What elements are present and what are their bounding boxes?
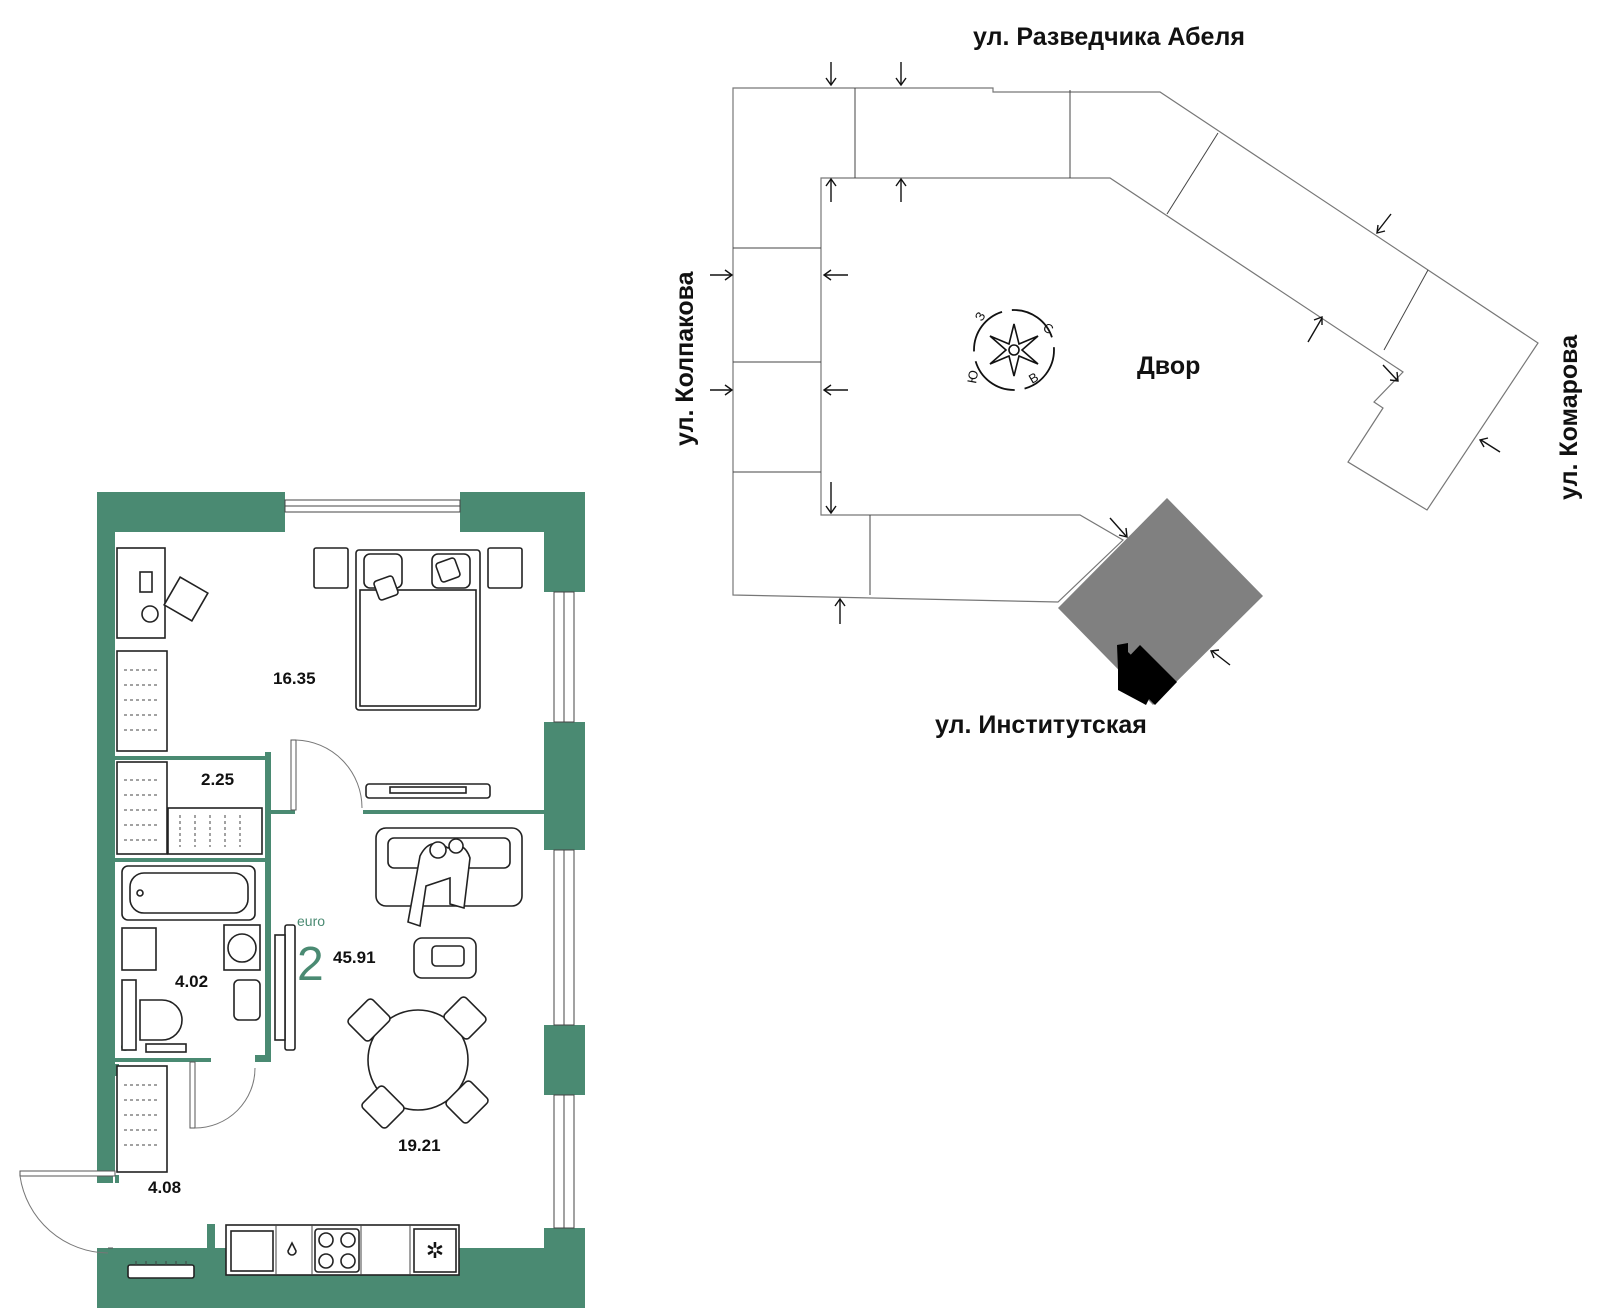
desk-with-chair (116, 547, 209, 639)
riser-dot (200, 1268, 208, 1276)
arrow-icon (1382, 364, 1399, 382)
arrow-icon (1478, 437, 1501, 453)
arrow-icon (1209, 649, 1231, 666)
bathroom-area: 4.02 (175, 972, 208, 991)
yard-label: Двор (1137, 352, 1200, 380)
dining-table (347, 996, 489, 1129)
section-divider (1383, 269, 1429, 351)
selected-section-block (1118, 645, 1177, 705)
tv-wall-base (274, 934, 286, 1041)
tablet (431, 945, 465, 967)
shoe-rack (127, 1264, 195, 1279)
street-label-west: ул. Колпакова (671, 270, 699, 446)
arrow-icon (825, 62, 837, 87)
residential-complex-outline (732, 87, 1539, 603)
entrance-arrows (710, 62, 1501, 666)
bedroom-area: 16.35 (273, 669, 316, 688)
street-label-north: ул. Разведчика Абеля (973, 23, 1245, 51)
hall-area: 4.08 (148, 1178, 181, 1197)
arrow-icon (1109, 517, 1128, 538)
apartment-plan: ✲ 16.35 2.25 4.02 4.08 19.21 euro 2 45.9… (19, 492, 585, 1308)
compass-letter-east: В (1026, 369, 1041, 386)
apartment-type-label: euro (297, 913, 325, 929)
street-label-south: ул. Институтская (935, 711, 1147, 739)
arrow-icon (825, 482, 837, 515)
section-divider (1166, 132, 1219, 215)
double-bed (313, 547, 523, 711)
compass-letter-south: Ю (964, 369, 981, 385)
compass-rose-icon (973, 309, 1055, 391)
wardrobe-area: 2.25 (201, 770, 234, 789)
selected-building (1058, 498, 1263, 705)
wardrobe-shelves (116, 650, 263, 1173)
site-plan: С В Ю З Двор ул. Разведчика Абеля ул. Ко… (671, 23, 1583, 739)
kitchen-counter (225, 1224, 460, 1276)
arrow-icon (822, 384, 848, 396)
street-label-east: ул. Комарова (1555, 334, 1583, 500)
doors (19, 739, 363, 1254)
tv-wall-unit (284, 924, 296, 1051)
kitchen-living-area: 19.21 (398, 1136, 441, 1155)
arrow-icon (710, 269, 734, 281)
arrow-icon (822, 269, 848, 281)
apartment-rooms-count: 2 (297, 938, 324, 991)
arrow-icon (1376, 213, 1392, 234)
snowflake-icon: ✲ (426, 1238, 444, 1263)
arrow-icon (895, 62, 907, 87)
arrow-icon (710, 384, 734, 396)
arrow-icon (825, 177, 837, 202)
arrow-icon (834, 597, 846, 624)
sofa (375, 827, 523, 928)
bathroom-fixtures (121, 865, 261, 1053)
arrow-icon (895, 177, 907, 202)
windows (284, 499, 575, 1229)
arrow-icon (1307, 315, 1323, 343)
tv (389, 786, 467, 794)
apartment-total-area: 45.91 (333, 948, 376, 967)
